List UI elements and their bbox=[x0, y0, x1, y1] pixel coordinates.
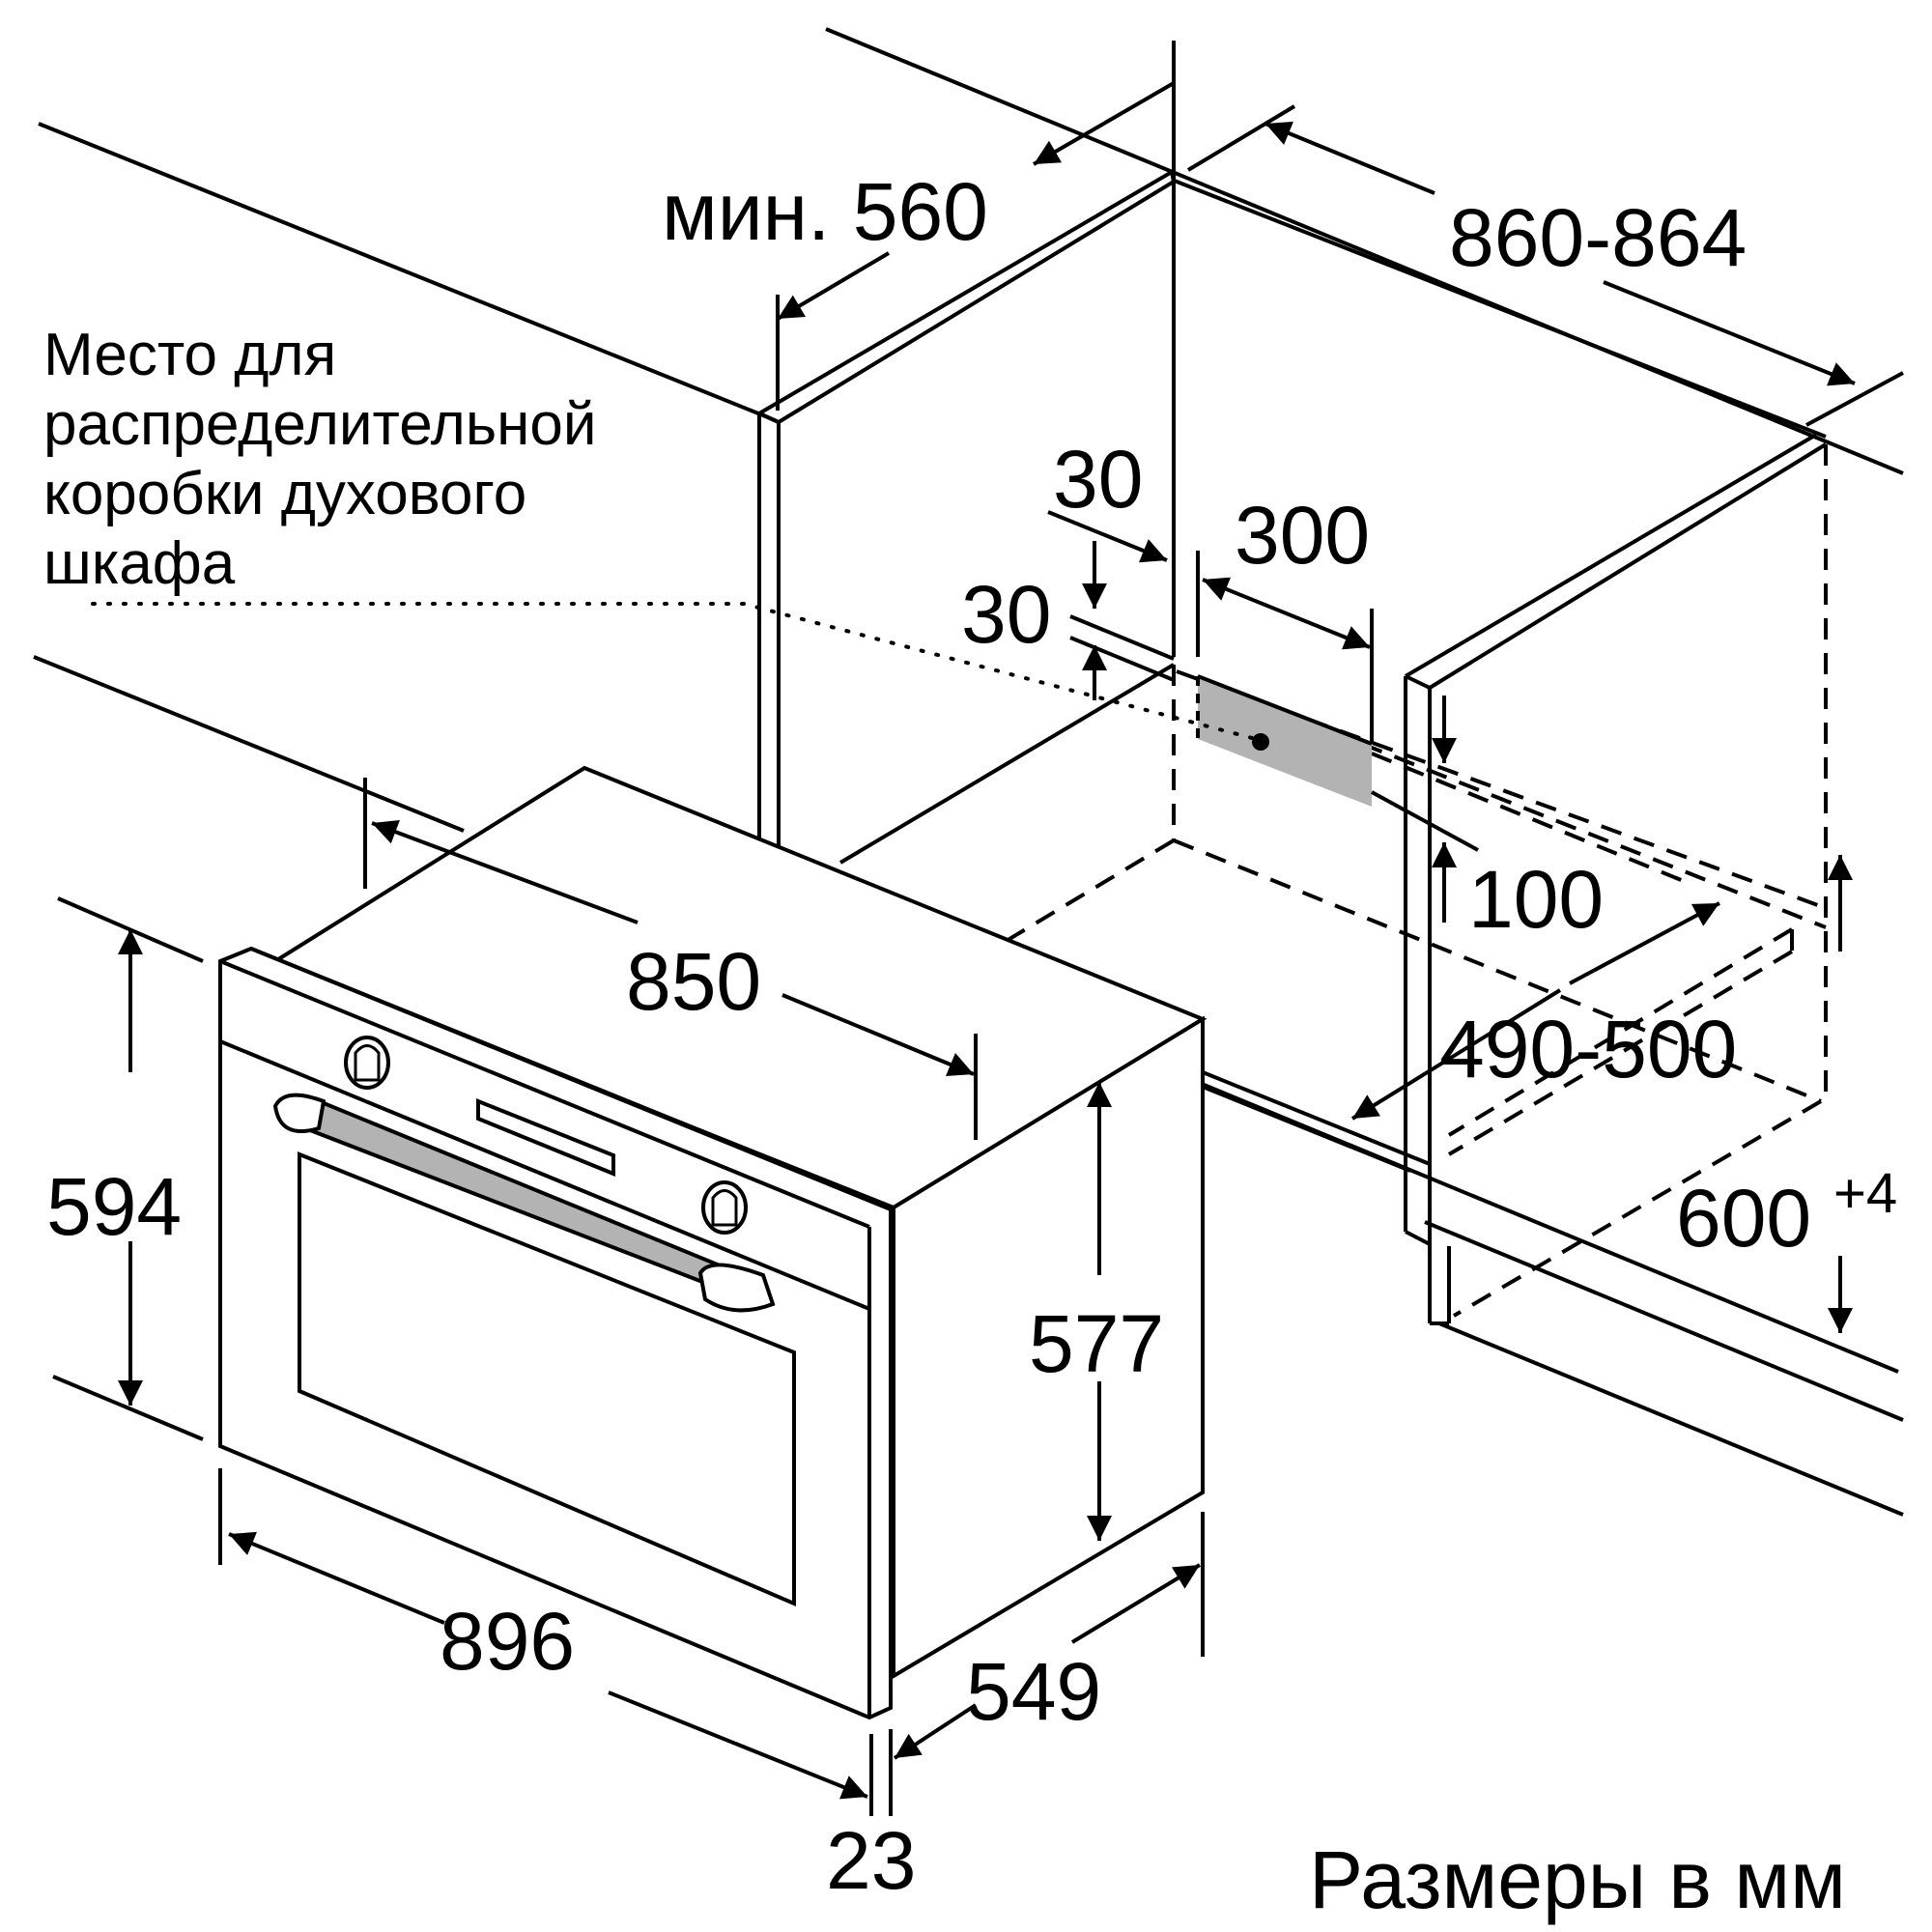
dim-front-thickness: 23 bbox=[826, 1815, 916, 1906]
dim-box-width: 300 bbox=[1235, 490, 1370, 581]
knob-right bbox=[701, 1180, 748, 1235]
wall-line-top bbox=[38, 122, 764, 417]
note-text: Место для распределительной коробки духо… bbox=[43, 322, 597, 597]
dim-body-depth: 549 bbox=[966, 1646, 1101, 1737]
wall-line-bottom bbox=[33, 655, 465, 833]
right-panel-top-edge bbox=[1404, 433, 1818, 678]
note-line-1: Место для bbox=[43, 322, 336, 388]
dim-front-height: 594 bbox=[46, 1161, 182, 1252]
dim-gap-top: 30 bbox=[1053, 434, 1143, 525]
bottom-board-line-2 bbox=[1424, 1220, 1904, 1422]
bottom-board-line-3 bbox=[1438, 1321, 1904, 1517]
oven bbox=[218, 765, 1208, 1720]
cabinet-niche bbox=[33, 27, 1904, 1517]
niche-floor-back bbox=[838, 663, 1176, 865]
dim-niche-height-tolerance: +4 bbox=[1833, 1162, 1897, 1225]
top-board-back-edge bbox=[825, 27, 1904, 475]
dim-body-height: 577 bbox=[1029, 1298, 1164, 1389]
note-line-2: распределительной bbox=[43, 391, 597, 458]
dimension-labels: мин. 560 860-864 30 30 300 100 490-500 6… bbox=[46, 166, 1897, 1906]
junction-box-point bbox=[1252, 733, 1269, 751]
knob-left bbox=[344, 1036, 390, 1090]
dim-front-width: 896 bbox=[440, 1596, 575, 1687]
junction-box-area bbox=[1198, 676, 1372, 807]
dim-min-depth: мин. 560 bbox=[662, 166, 988, 257]
niche-floor-front bbox=[1202, 1070, 1431, 1166]
dim-niche-height: 600 bbox=[1676, 1173, 1811, 1264]
oven-window bbox=[298, 1151, 796, 1607]
display-slot bbox=[476, 1098, 615, 1177]
units-caption: Размеры в мм bbox=[1309, 1834, 1846, 1925]
note-line-3: коробки духового bbox=[43, 461, 526, 527]
dimension-lines bbox=[52, 81, 1904, 1816]
niche-top-edge bbox=[1171, 178, 1827, 439]
dim-niche-depth: 490-500 bbox=[1439, 1004, 1737, 1094]
dim-niche-width: 860-864 bbox=[1449, 192, 1747, 283]
control-panel-divider bbox=[219, 1039, 870, 1311]
note-line-4: шкафа bbox=[43, 530, 236, 597]
dim-width: 850 bbox=[626, 936, 761, 1027]
door-handle bbox=[272, 1093, 776, 1313]
dim-box-offset: 100 bbox=[1468, 854, 1604, 945]
dim-gap-side: 30 bbox=[961, 569, 1051, 660]
note-leader-line bbox=[91, 602, 1258, 741]
